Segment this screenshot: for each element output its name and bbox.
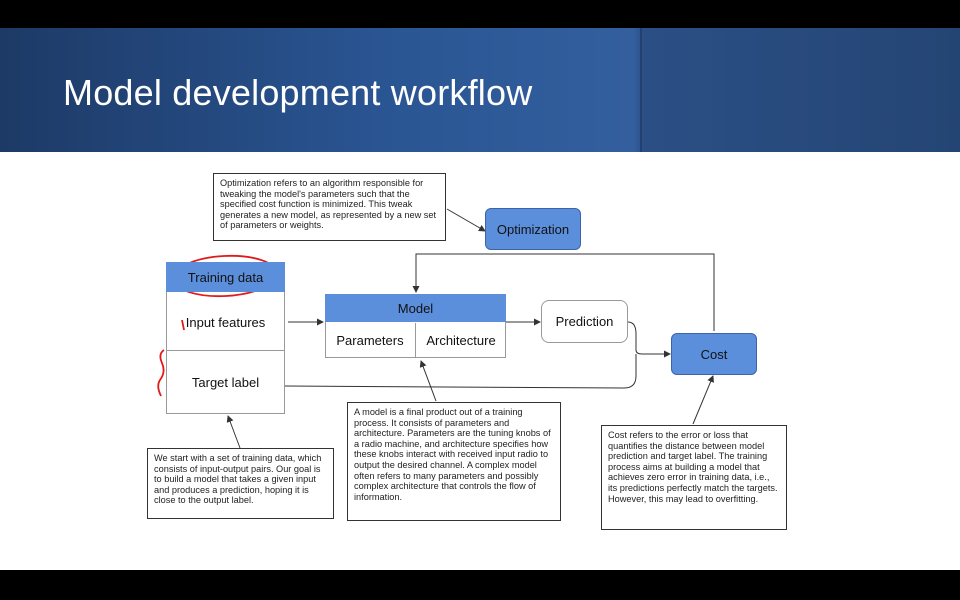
cost-box: Cost [671,333,757,375]
connector-lines [157,208,715,449]
model-note: A model is a final product out of a trai… [347,402,561,521]
arrow-optnote-to-optimization [446,208,486,232]
arrow-modelnote-to-model [419,360,437,402]
cost-note: Cost refers to the error or loss that qu… [601,425,787,530]
workflow-diagram: Optimization refers to an algorithm resp… [0,28,960,570]
annotation-mark [181,319,185,331]
arrow-target-to-cost [284,354,637,389]
training-data-header: Training data [166,262,285,292]
slide-title: Model development workflow [63,72,533,113]
arrow-trainnote-to-target [226,415,241,449]
model-header: Model [325,294,506,322]
slide: Model development workflow [0,28,960,570]
architecture-cell: Architecture [426,332,496,348]
arrow-costnote-to-cost [692,375,714,425]
title-bar-divider [640,28,642,152]
annotation-bracket [157,349,165,397]
model-cell-divider [415,323,416,358]
input-features-cell: Input features [185,314,266,330]
title-bar: Model development workflow [0,28,960,152]
optimization-box: Optimization [485,208,581,250]
training-column-divider [166,350,285,351]
prediction-box: Prediction [541,300,628,343]
arrow-prediction-to-cost [627,321,671,358]
arrow-cost-to-model [412,253,715,331]
parameters-cell: Parameters [336,332,404,348]
optimization-note: Optimization refers to an algorithm resp… [213,173,446,241]
training-data-note: We start with a set of training data, wh… [147,448,334,519]
target-label-cell: Target label [191,374,260,390]
